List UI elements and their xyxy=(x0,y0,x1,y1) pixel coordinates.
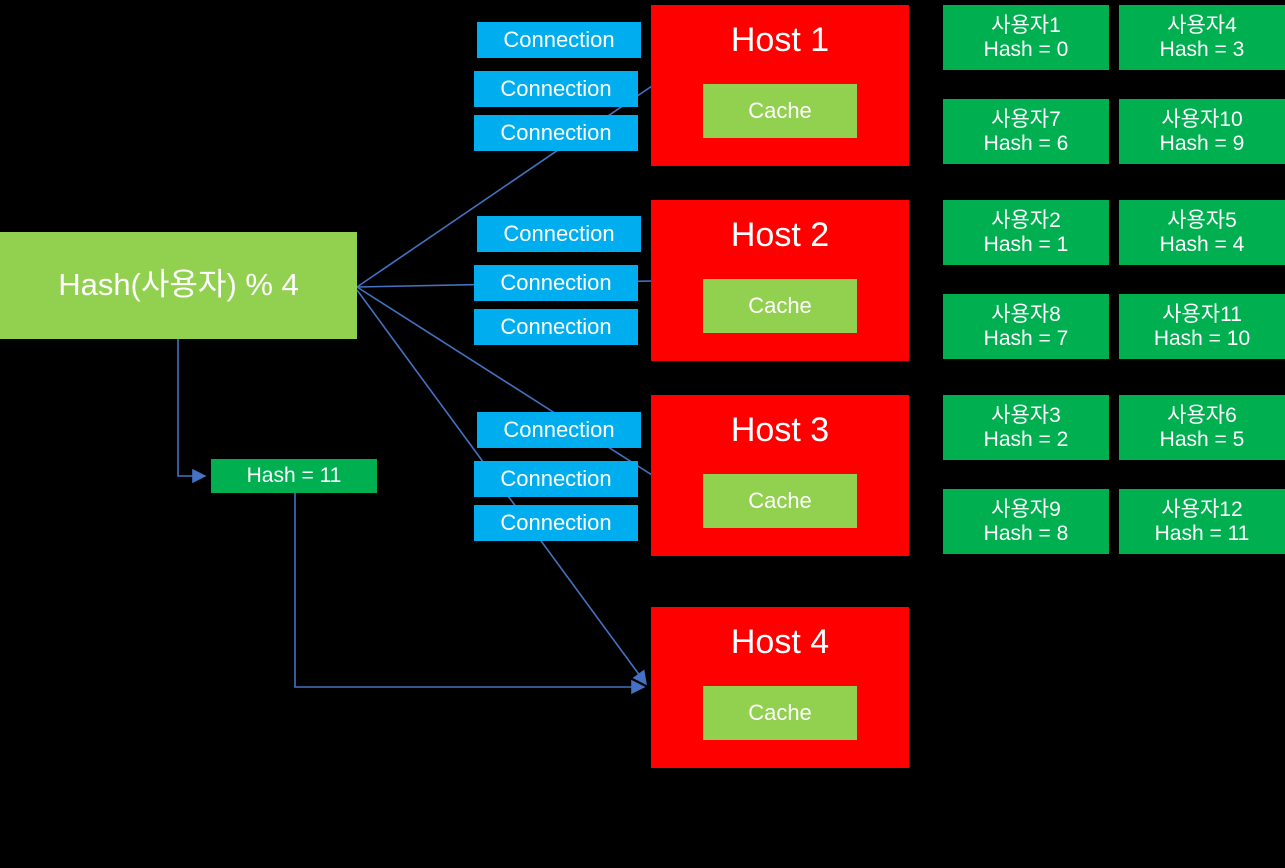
host-panel-4[interactable]: Host 4 Cache xyxy=(651,607,909,768)
user-name: 사용자11 xyxy=(1162,302,1242,326)
connection-label: Connection xyxy=(500,465,612,491)
connection-pill-host2-1[interactable]: Connection xyxy=(477,216,641,252)
user-name: 사용자2 xyxy=(991,208,1061,232)
overflow-hash-label: Hash = 11 xyxy=(246,464,342,488)
user-hash: Hash = 1 xyxy=(983,232,1069,256)
connection-pill-host3-2[interactable]: Connection xyxy=(474,461,638,497)
user-name: 사용자10 xyxy=(1161,107,1243,131)
host-panel-1[interactable]: Host 1 Cache xyxy=(651,5,909,166)
connection-label: Connection xyxy=(500,509,612,535)
user-hash-card[interactable]: 사용자10 Hash = 9 xyxy=(1119,99,1285,164)
user-name: 사용자7 xyxy=(991,107,1061,131)
cache-box[interactable]: Cache xyxy=(703,474,857,528)
host-title: Host 3 xyxy=(730,411,830,449)
wire-router-to-overflow xyxy=(177,339,207,484)
user-hash-card[interactable]: 사용자4 Hash = 3 xyxy=(1119,5,1285,70)
user-hash: Hash = 9 xyxy=(1159,131,1245,155)
user-name: 사용자9 xyxy=(991,497,1061,521)
host-panel-2[interactable]: Host 2 Cache xyxy=(651,200,909,361)
user-hash: Hash = 5 xyxy=(1159,427,1245,451)
user-hash: Hash = 8 xyxy=(983,521,1069,545)
user-hash: Hash = 10 xyxy=(1153,326,1251,350)
connection-pill-host1-1[interactable]: Connection xyxy=(477,22,641,58)
user-name: 사용자1 xyxy=(991,13,1061,37)
user-hash: Hash = 6 xyxy=(983,131,1069,155)
connection-label: Connection xyxy=(500,119,612,145)
connection-pill-host3-1[interactable]: Connection xyxy=(477,412,641,448)
cache-box[interactable]: Cache xyxy=(703,279,857,333)
user-name: 사용자8 xyxy=(991,302,1061,326)
connection-label: Connection xyxy=(500,75,612,101)
user-hash-card[interactable]: 사용자6 Hash = 5 xyxy=(1119,395,1285,460)
cache-box[interactable]: Cache xyxy=(703,686,857,740)
user-name: 사용자5 xyxy=(1167,208,1237,232)
connection-pill-host3-3[interactable]: Connection xyxy=(474,505,638,541)
host-title: Host 1 xyxy=(730,21,830,59)
user-hash-card[interactable]: 사용자11 Hash = 10 xyxy=(1119,294,1285,359)
host-title: Host 2 xyxy=(730,216,830,254)
user-name: 사용자3 xyxy=(991,403,1061,427)
user-hash-card[interactable]: 사용자3 Hash = 2 xyxy=(943,395,1109,460)
connection-label: Connection xyxy=(500,313,612,339)
hash-router-label: Hash(사용자) % 4 xyxy=(58,267,299,303)
overflow-hash-box[interactable]: Hash = 11 xyxy=(211,459,377,493)
connection-label: Connection xyxy=(503,220,615,246)
connection-label: Connection xyxy=(500,269,612,295)
user-hash: Hash = 2 xyxy=(983,427,1069,451)
host-title: Host 4 xyxy=(730,623,830,661)
user-hash: Hash = 0 xyxy=(983,37,1069,61)
user-hash-card[interactable]: 사용자9 Hash = 8 xyxy=(943,489,1109,554)
host-panel-3[interactable]: Host 3 Cache xyxy=(651,395,909,556)
user-hash-card[interactable]: 사용자8 Hash = 7 xyxy=(943,294,1109,359)
user-name: 사용자6 xyxy=(1167,403,1237,427)
user-hash-card[interactable]: 사용자5 Hash = 4 xyxy=(1119,200,1285,265)
connection-label: Connection xyxy=(503,26,615,52)
cache-box[interactable]: Cache xyxy=(703,84,857,138)
connection-label: Connection xyxy=(503,416,615,442)
user-hash: Hash = 3 xyxy=(1159,37,1245,61)
user-hash-card[interactable]: 사용자7 Hash = 6 xyxy=(943,99,1109,164)
connection-pill-host1-3[interactable]: Connection xyxy=(474,115,638,151)
user-hash: Hash = 11 xyxy=(1154,521,1250,545)
hash-router-box[interactable]: Hash(사용자) % 4 xyxy=(0,232,357,339)
user-name: 사용자4 xyxy=(1167,13,1237,37)
connection-pill-host2-3[interactable]: Connection xyxy=(474,309,638,345)
user-hash-card[interactable]: 사용자12 Hash = 11 xyxy=(1119,489,1285,554)
user-hash: Hash = 4 xyxy=(1159,232,1245,256)
user-hash-card[interactable]: 사용자1 Hash = 0 xyxy=(943,5,1109,70)
connection-pill-host1-2[interactable]: Connection xyxy=(474,71,638,107)
user-name: 사용자12 xyxy=(1161,497,1243,521)
user-hash-card[interactable]: 사용자2 Hash = 1 xyxy=(943,200,1109,265)
connection-pill-host2-2[interactable]: Connection xyxy=(474,265,638,301)
user-hash: Hash = 7 xyxy=(983,326,1069,350)
